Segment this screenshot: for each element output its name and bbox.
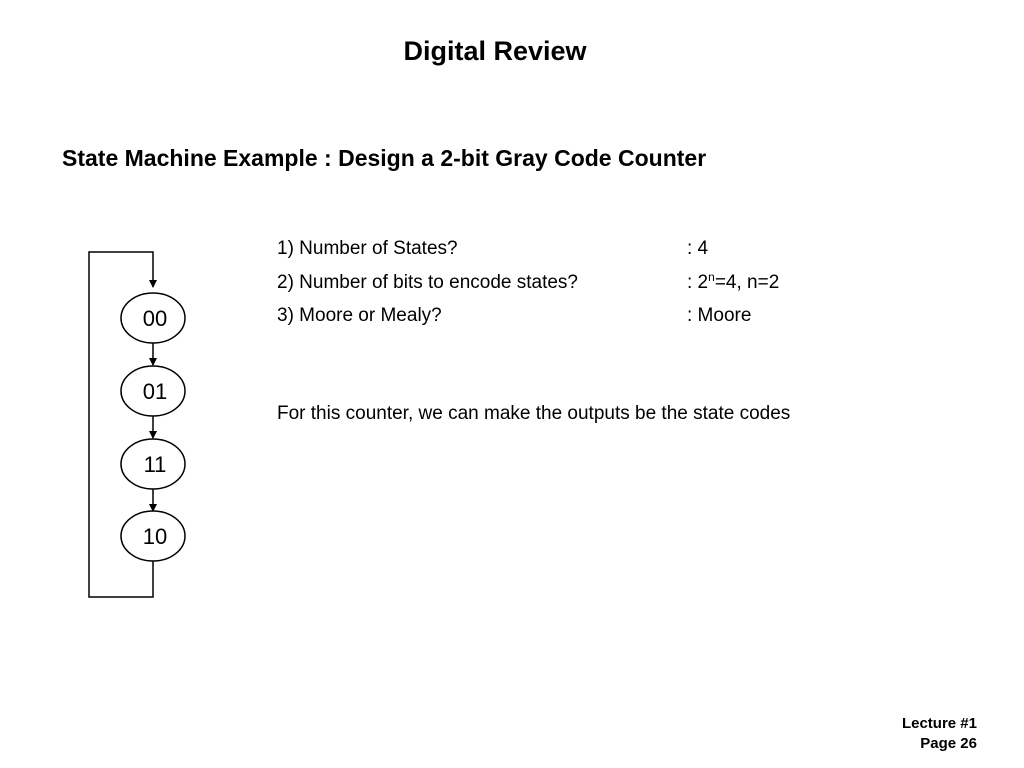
question-text: 1) Number of States? — [277, 238, 458, 259]
state-label: 10 — [143, 524, 167, 549]
state-node-11: 11 — [120, 438, 186, 490]
answer-text: : 4 — [687, 238, 709, 259]
state-label: 00 — [143, 306, 167, 331]
question-text: 3) Moore or Mealy? — [277, 305, 442, 326]
slide-footer: Lecture #1 Page 26 — [902, 714, 977, 754]
slide-title-text: Digital Review — [403, 36, 587, 66]
state-node-00: 00 — [120, 292, 186, 344]
answer-exponent: n — [708, 270, 715, 284]
state-label: 11 — [144, 452, 167, 477]
feedback-loop-line — [88, 251, 157, 598]
slide-title: Digital Review — [0, 36, 1024, 67]
answer-text: : Moore — [687, 305, 752, 326]
page-number: Page 26 — [920, 735, 977, 752]
question-text: 2) Number of bits to encode states? — [277, 272, 578, 293]
state-node-10: 10 — [120, 510, 186, 562]
answer-text: : 2n=4, n=2 — [687, 270, 780, 294]
answer-prefix: : 2 — [687, 272, 709, 293]
note-text: For this counter, we can make the output… — [277, 403, 791, 424]
answer-suffix: =4, n=2 — [714, 272, 780, 293]
lecture-label: Lecture #1 — [901, 715, 977, 732]
state-node-01: 01 — [120, 365, 186, 417]
slide-subtitle: State Machine Example : Design a 2-bit G… — [62, 145, 707, 171]
state-label: 01 — [143, 379, 167, 404]
